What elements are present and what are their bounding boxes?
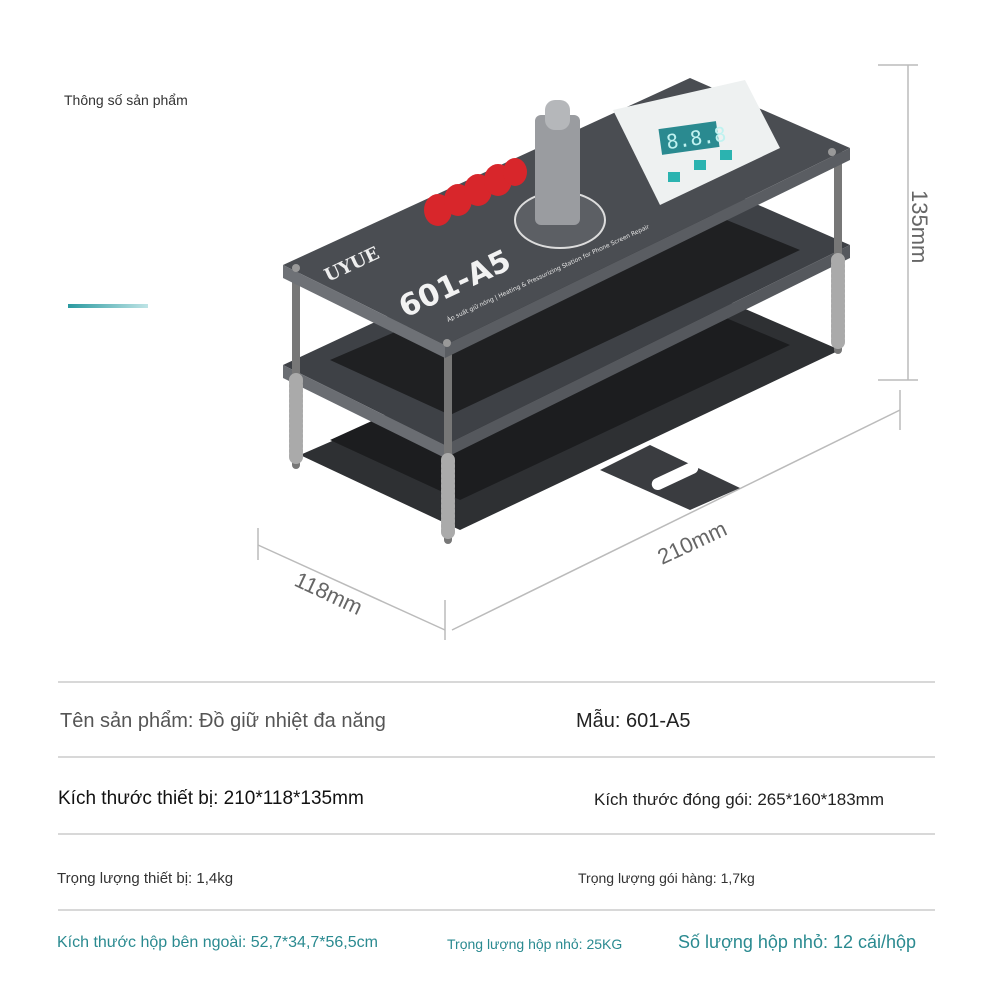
product-illustration: 135mm 210mm 118mm 8.8.8 [257,64,932,640]
small-box-weight: Trọng lượng hộp nhỏ: 25KG [447,936,623,952]
section-title: Thông số sản phẩm [64,92,188,108]
device-weight: Trọng lượng thiết bị: 1,4kg [57,870,234,887]
dimension-lines [257,64,918,640]
length-dimension-label: 210mm [654,516,731,570]
width-dimension-label: 118mm [291,567,367,620]
model: Mẫu: 601-A5 [576,710,691,732]
outer-box-size: Kích thước hộp bên ngoài: 52,7*34,7*56,5… [57,934,378,951]
small-box-quantity: Số lượng hộp nhỏ: 12 cái/hộp [678,932,917,952]
red-handle-grip [424,158,527,226]
package-weight: Trọng lượng gói hàng: 1,7kg [578,870,755,886]
package-size: Kích thước đóng gói: 265*160*183mm [594,790,884,809]
temperature-controller: 8.8.8 [613,80,780,205]
posts [289,146,845,544]
clamp-handle [424,100,606,249]
divider [58,681,935,683]
device-size: Kích thước thiết bị: 210*118*135mm [58,788,364,809]
product-name: Tên sản phẩm: Đồ giữ nhiệt đa năng [60,710,386,732]
accent-line [68,304,148,308]
height-dimension-label: 135mm [907,190,932,263]
divider [58,833,935,835]
divider [58,909,935,911]
divider [58,756,935,758]
